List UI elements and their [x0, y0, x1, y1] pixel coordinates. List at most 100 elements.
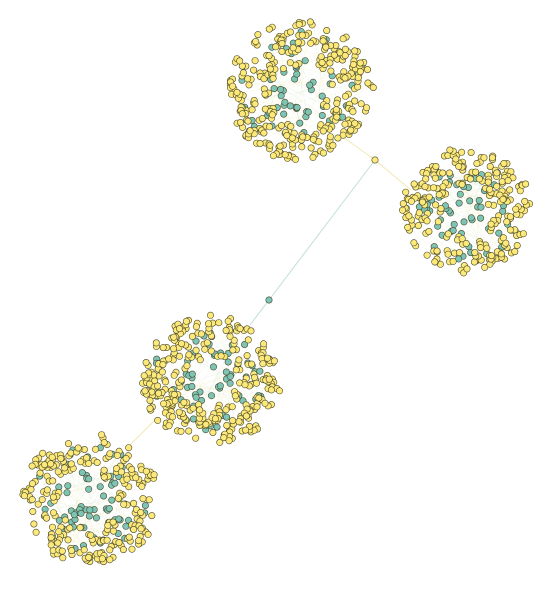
yellow-node — [449, 257, 457, 265]
yellow-node — [486, 185, 494, 193]
yellow-node — [202, 420, 210, 428]
yellow-node — [242, 412, 250, 420]
yellow-node — [259, 360, 267, 368]
yellow-node — [148, 512, 156, 520]
yellow-node — [326, 59, 334, 67]
yellow-node — [466, 175, 474, 183]
graph-edge — [270, 79, 324, 105]
teal-node — [188, 370, 196, 378]
yellow-node — [431, 174, 439, 182]
yellow-node — [431, 258, 439, 266]
yellow-node — [76, 524, 84, 532]
yellow-node — [170, 345, 178, 353]
teal-node — [477, 203, 485, 211]
graph-edge — [219, 387, 252, 433]
yellow-node — [251, 57, 259, 65]
yellow-node — [410, 239, 418, 247]
yellow-node — [180, 398, 188, 406]
yellow-node — [472, 168, 480, 176]
yellow-node — [286, 28, 294, 36]
graph-edge — [63, 437, 104, 535]
yellow-node — [512, 205, 520, 213]
yellow-node — [154, 416, 162, 424]
yellow-node — [36, 469, 44, 477]
yellow-node — [197, 330, 205, 338]
graph-edge — [270, 79, 323, 116]
yellow-node — [439, 169, 447, 177]
yellow-node — [319, 127, 327, 135]
yellow-node — [265, 52, 273, 60]
yellow-node — [323, 26, 331, 34]
yellow-node — [144, 530, 152, 538]
graph-edge — [228, 329, 230, 408]
yellow-node — [162, 378, 170, 386]
graph-edge — [63, 512, 136, 535]
yellow-node — [253, 379, 261, 387]
yellow-node — [349, 60, 357, 68]
yellow-node — [205, 320, 213, 328]
yellow-node — [231, 392, 239, 400]
yellow-node — [55, 528, 63, 536]
yellow-node — [458, 180, 466, 188]
yellow-node — [487, 252, 495, 260]
yellow-node — [49, 477, 57, 485]
graph-edge — [419, 192, 492, 208]
yellow-node — [192, 323, 200, 331]
yellow-node — [266, 65, 274, 73]
yellow-node — [363, 66, 371, 74]
yellow-node — [399, 200, 407, 208]
yellow-node — [309, 135, 317, 143]
yellow-node — [155, 389, 163, 397]
yellow-node — [30, 520, 38, 528]
yellow-node — [511, 248, 519, 256]
yellow-node — [267, 386, 275, 394]
graph-edge — [450, 212, 517, 233]
yellow-node — [333, 99, 341, 107]
graph-edge — [227, 330, 252, 363]
graph-edge — [454, 162, 472, 218]
teal-node — [475, 196, 483, 204]
teal-node — [293, 70, 301, 78]
yellow-node — [54, 468, 62, 476]
teal-node — [63, 489, 71, 497]
yellow-node — [279, 65, 287, 73]
yellow-node — [351, 97, 359, 105]
yellow-node — [20, 492, 28, 500]
yellow-node — [176, 325, 184, 333]
yellow-node — [188, 332, 196, 340]
bridge-teal-node — [265, 296, 273, 304]
graph-edge — [271, 116, 306, 119]
yellow-node — [113, 465, 121, 473]
yellow-node — [65, 440, 73, 448]
yellow-node — [349, 108, 357, 116]
graph-edge — [471, 177, 514, 220]
yellow-node — [347, 126, 355, 134]
yellow-node — [235, 356, 243, 364]
yellow-node — [430, 184, 438, 192]
yellow-node — [225, 437, 233, 445]
yellow-node — [471, 249, 479, 257]
yellow-node — [165, 422, 173, 430]
teal-node — [450, 220, 458, 228]
yellow-node — [266, 141, 274, 149]
yellow-node — [445, 169, 453, 177]
teal-node — [256, 367, 264, 375]
yellow-node — [216, 438, 224, 446]
yellow-node — [248, 360, 256, 368]
yellow-node — [128, 465, 136, 473]
yellow-node — [28, 496, 36, 504]
yellow-node — [298, 143, 306, 151]
yellow-node — [170, 371, 178, 379]
teal-node — [64, 482, 72, 490]
teal-node — [281, 98, 289, 106]
yellow-node — [118, 468, 126, 476]
yellow-node — [421, 183, 429, 191]
yellow-node — [258, 115, 266, 123]
teal-node — [277, 92, 285, 100]
yellow-node — [339, 35, 347, 43]
yellow-node — [269, 74, 277, 82]
teal-node — [92, 514, 100, 522]
yellow-node — [109, 518, 117, 526]
yellow-node — [138, 482, 146, 490]
